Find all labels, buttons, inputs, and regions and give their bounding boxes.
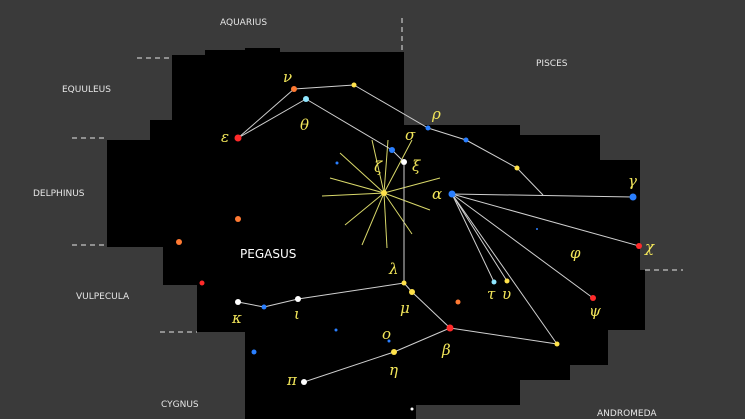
greek-label-epsilon: ε bbox=[221, 128, 229, 146]
stick-figure-lines bbox=[237, 84, 640, 383]
star-tau bbox=[491, 279, 497, 285]
star-pi bbox=[301, 379, 307, 385]
star-theta bbox=[303, 96, 309, 102]
star-upper bbox=[351, 82, 357, 88]
star-pisces-1 bbox=[463, 137, 469, 143]
greek-label-eta: η bbox=[389, 361, 398, 379]
label-vulpecula: VULPECULA bbox=[76, 292, 130, 302]
star-kappa-blue bbox=[261, 304, 267, 310]
star-omicron bbox=[387, 339, 391, 343]
greek-label-theta: θ bbox=[300, 116, 309, 134]
star-field-6 bbox=[335, 161, 339, 165]
star-iota bbox=[295, 296, 301, 302]
star-field-3 bbox=[199, 280, 205, 286]
star-beta bbox=[446, 324, 454, 332]
greek-label-beta: β bbox=[441, 341, 451, 359]
pegasus-boundary-region bbox=[107, 48, 645, 419]
greek-label-iota: ι bbox=[294, 305, 300, 323]
greek-label-zeta: ζ bbox=[374, 158, 383, 176]
star-field-7 bbox=[334, 328, 338, 332]
star-alpha bbox=[448, 190, 456, 198]
star-field-8 bbox=[536, 228, 538, 230]
greek-label-upsilon: υ bbox=[502, 285, 511, 303]
greek-label-alpha: α bbox=[432, 185, 442, 203]
label-pegasus: PEGASUS bbox=[240, 247, 296, 261]
star-gamma bbox=[629, 193, 637, 201]
label-equuleus: EQUULEUS bbox=[62, 85, 111, 95]
star-xi bbox=[401, 159, 407, 165]
greek-label-lambda: λ bbox=[388, 260, 399, 278]
label-cygnus: CYGNUS bbox=[161, 400, 199, 410]
label-delphinus: DELPHINUS bbox=[33, 189, 85, 199]
star-rho bbox=[425, 125, 431, 131]
greek-label-tau: τ bbox=[487, 285, 496, 303]
star-field-1 bbox=[235, 216, 241, 222]
star-nu bbox=[291, 86, 297, 92]
greek-label-psi: ψ bbox=[589, 302, 601, 320]
star-lambda bbox=[401, 280, 407, 286]
star-mu bbox=[409, 289, 415, 295]
greek-label-nu: ν bbox=[283, 68, 292, 86]
star-zeta bbox=[381, 190, 387, 196]
radiant-rays bbox=[321, 139, 441, 249]
greek-label-phi: φ bbox=[570, 244, 581, 262]
label-andromeda: ANDROMEDA bbox=[597, 409, 657, 419]
star-andromeda bbox=[554, 341, 560, 347]
greek-label-mu: μ bbox=[400, 299, 410, 317]
label-pisces: PISCES bbox=[536, 59, 568, 69]
greek-label-gamma: γ bbox=[628, 172, 637, 190]
star-field-9 bbox=[410, 407, 414, 411]
star-kappa bbox=[235, 299, 241, 305]
stars bbox=[176, 82, 642, 411]
star-field-5 bbox=[455, 299, 461, 305]
greek-label-omicron: ο bbox=[382, 325, 391, 343]
greek-label-chi: χ bbox=[644, 238, 655, 256]
label-aquarius: AQUARIUS bbox=[220, 18, 267, 28]
greek-label-pi: π bbox=[286, 371, 298, 389]
star-psi bbox=[590, 295, 596, 301]
star-sigma bbox=[389, 147, 395, 153]
greek-label-kappa: κ bbox=[231, 309, 242, 327]
star-epsilon bbox=[234, 134, 242, 142]
greek-label-sigma: σ bbox=[405, 126, 416, 144]
star-upsilon bbox=[504, 278, 510, 284]
star-field-4 bbox=[251, 349, 257, 355]
star-eta bbox=[391, 349, 397, 355]
greek-label-xi: ξ bbox=[412, 157, 421, 175]
star-pisces-2 bbox=[514, 165, 520, 171]
greek-label-rho: ρ bbox=[431, 105, 441, 123]
star-chi bbox=[636, 243, 642, 249]
star-field-2 bbox=[176, 239, 182, 245]
